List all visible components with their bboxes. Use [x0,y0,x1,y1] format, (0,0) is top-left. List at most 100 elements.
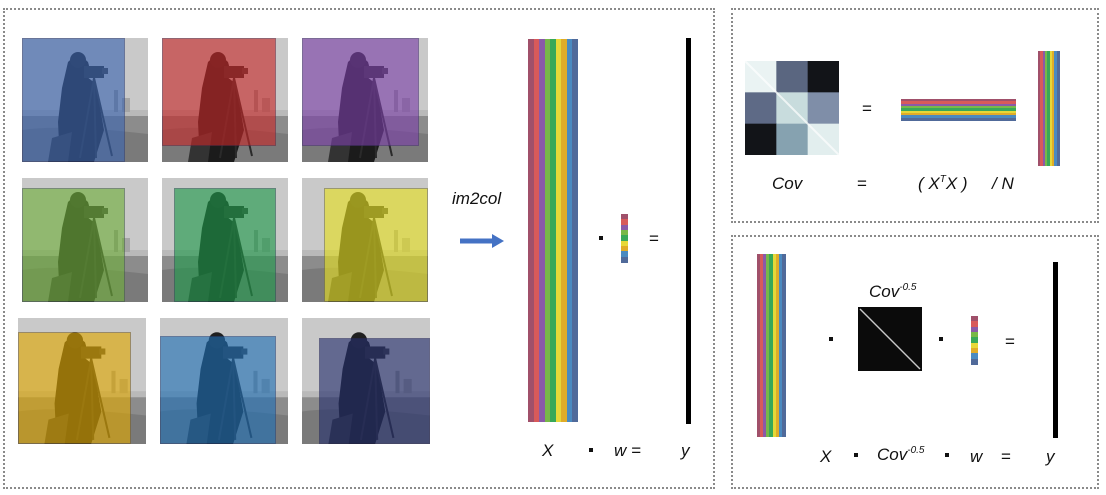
covariance-block [807,92,839,125]
stripe-column [550,39,557,422]
patch-color-overlay [324,188,428,302]
inverse-sqrt-covariance-matrix [858,307,922,371]
covariance-block [745,92,777,125]
whitening-weight-w [971,316,978,365]
im2col-panel [3,8,715,489]
stripe-column [1042,51,1046,166]
whitening-matrix-x [757,254,786,437]
whitening-label-w: w [970,447,983,466]
stripe-column [772,254,777,437]
covariance-diagonal [745,61,778,94]
covariance-block [807,61,839,93]
stripe-column [1047,51,1051,166]
whitening-output-y [1053,262,1058,438]
weight-vector-w [621,214,628,263]
whitening-label-y: y [1046,447,1055,466]
stripe-row [971,326,978,333]
stripe-row [971,348,978,354]
stripe-column [757,254,761,437]
label-x: X [542,441,554,460]
patch-color-overlay [18,332,131,444]
stripe-column [775,254,780,437]
stripe-column [1038,51,1041,166]
stripe-column [1045,51,1048,166]
stripe-column [539,39,546,422]
covariance-diagonal [775,91,809,125]
whitening-panel [731,235,1099,489]
stripe-column [1052,51,1055,166]
divide-n: / N [992,174,1014,193]
stripe-row [971,353,978,360]
stripe-row [901,99,1016,102]
covariance-block [745,123,777,155]
patch-color-overlay [162,38,276,146]
whitening-label-dot-1 [854,453,858,457]
cov-label: Cov [772,174,803,193]
stripe-row [971,332,978,338]
stripe-row [621,235,628,242]
stripe-row [971,337,978,344]
multiply-dot [599,236,603,240]
arrow-head [492,234,504,248]
cov-equals-1: = [862,99,872,118]
stripe-column [760,254,765,437]
stripe-row [621,246,628,252]
stripe-row [901,110,1016,114]
stripe-row [901,108,1016,112]
stripe-column [1049,51,1053,166]
whitening-label-eq: = [1001,447,1011,466]
stripe-row [901,115,1016,119]
cov-equals-2: = [857,174,867,193]
covariance-matrix [745,61,839,155]
stripe-column [781,254,786,437]
stripe-column [778,254,783,437]
whitening-label-dot-2 [945,453,949,457]
patch-color-overlay [302,38,419,146]
stripe-column [763,254,768,437]
stripe-row [901,101,1016,105]
whitening-label-x: X [820,447,832,466]
stripe-column [1040,51,1044,166]
matrix-diagonal [859,308,921,370]
stripe-column [566,39,573,422]
stripe-row [971,321,978,328]
stripe-column [572,39,579,422]
im2col-arrow-icon [460,234,504,248]
label-w-eq: w = [614,441,641,460]
stripe-row [621,240,628,247]
stripe-column [533,39,540,422]
stripe-row [901,103,1016,107]
stripe-column [769,254,774,437]
stripe-row [901,113,1016,116]
matrix-x-small [1038,51,1060,166]
whitening-equals: = [1005,332,1015,351]
stripe-row [621,224,628,231]
output-vector-y [686,38,691,424]
stripe-row [971,342,978,349]
patch-color-overlay [22,38,125,162]
stripe-row [901,117,1016,121]
stripe-column [1056,51,1060,166]
stripe-column [555,39,562,422]
cov-inverse-label: Cov-0.5 [869,282,917,301]
stripe-row [621,256,628,263]
covariance-panel [731,8,1099,223]
patch-color-overlay [160,336,276,444]
patch-color-overlay [319,338,430,444]
stripe-column [561,39,568,422]
stripe-column [528,39,534,422]
stripe-row [621,219,628,226]
stripe-row [621,214,628,220]
equals-sign: = [649,229,659,248]
stripe-column [1054,51,1058,166]
transpose-matrix-xt [901,99,1016,121]
stripe-row [971,358,978,365]
im2col-matrix-x [528,39,579,422]
stripe-row [621,251,628,258]
covariance-block [776,123,809,155]
stripe-row [901,106,1016,109]
stripe-column [544,39,551,422]
covariance-diagonal [806,122,839,155]
im2col-label: im2col [452,189,502,208]
xtx-expression: ( XTX ) [918,174,968,193]
